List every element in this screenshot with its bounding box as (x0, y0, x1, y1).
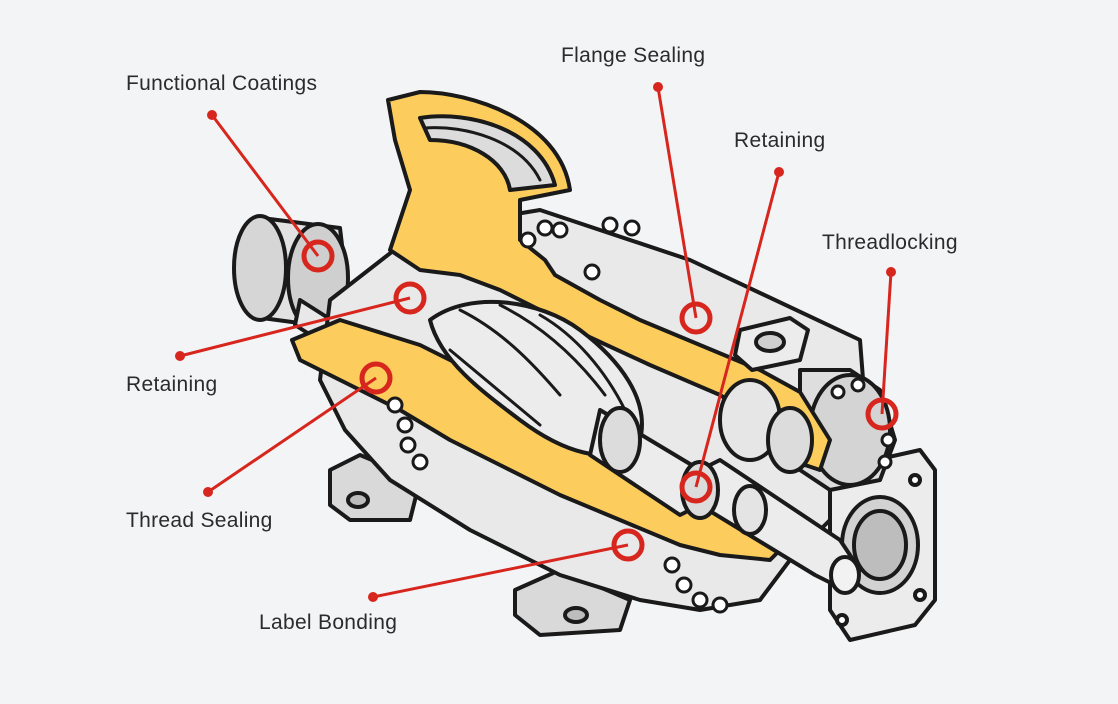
leader-flange-sealing (656, 86, 698, 319)
leader-thread-sealing (207, 376, 377, 494)
ring-label-bonding (611, 528, 645, 562)
dot-label-bonding (368, 592, 378, 602)
screw-rotors (428, 299, 644, 457)
dot-flange-sealing (653, 82, 663, 92)
leader-retaining-right (694, 171, 781, 488)
ring-thread-sealing (359, 361, 393, 395)
label-retaining-right: Retaining (734, 129, 826, 152)
dot-retaining-left (175, 351, 185, 361)
dot-thread-sealing (203, 487, 213, 497)
bolts-left (386, 396, 429, 471)
upper-bearing (718, 378, 814, 474)
ring-threadlocking (865, 397, 899, 431)
bolts-lower (663, 556, 729, 614)
bolts-right (830, 377, 896, 470)
label-threadlocking: Threadlocking (822, 231, 958, 254)
ring-retaining-right (679, 470, 713, 504)
inlet-port (418, 114, 557, 192)
dot-retaining-right (774, 167, 784, 177)
ring-retaining-left (393, 281, 427, 315)
dot-threadlocking (886, 267, 896, 277)
label-label-bonding: Label Bonding (259, 611, 398, 634)
ring-flange-sealing (679, 301, 713, 335)
dot-functional-coatings (207, 110, 217, 120)
label-retaining-left: Retaining (126, 373, 218, 396)
leader-functional-coatings (210, 114, 320, 257)
label-thread-sealing: Thread Sealing (126, 509, 273, 532)
top-flange-plate (733, 316, 810, 372)
label-flange-sealing: Flange Sealing (561, 44, 706, 67)
leader-threadlocking (880, 271, 893, 415)
base-feet (328, 453, 632, 637)
label-functional-coatings: Functional Coatings (126, 72, 318, 95)
bolts-upper (519, 216, 641, 281)
leader-retaining-left (179, 296, 411, 358)
drive-shaft (588, 406, 862, 595)
ring-functional-coatings (301, 239, 335, 273)
leader-label-bonding (372, 543, 629, 599)
